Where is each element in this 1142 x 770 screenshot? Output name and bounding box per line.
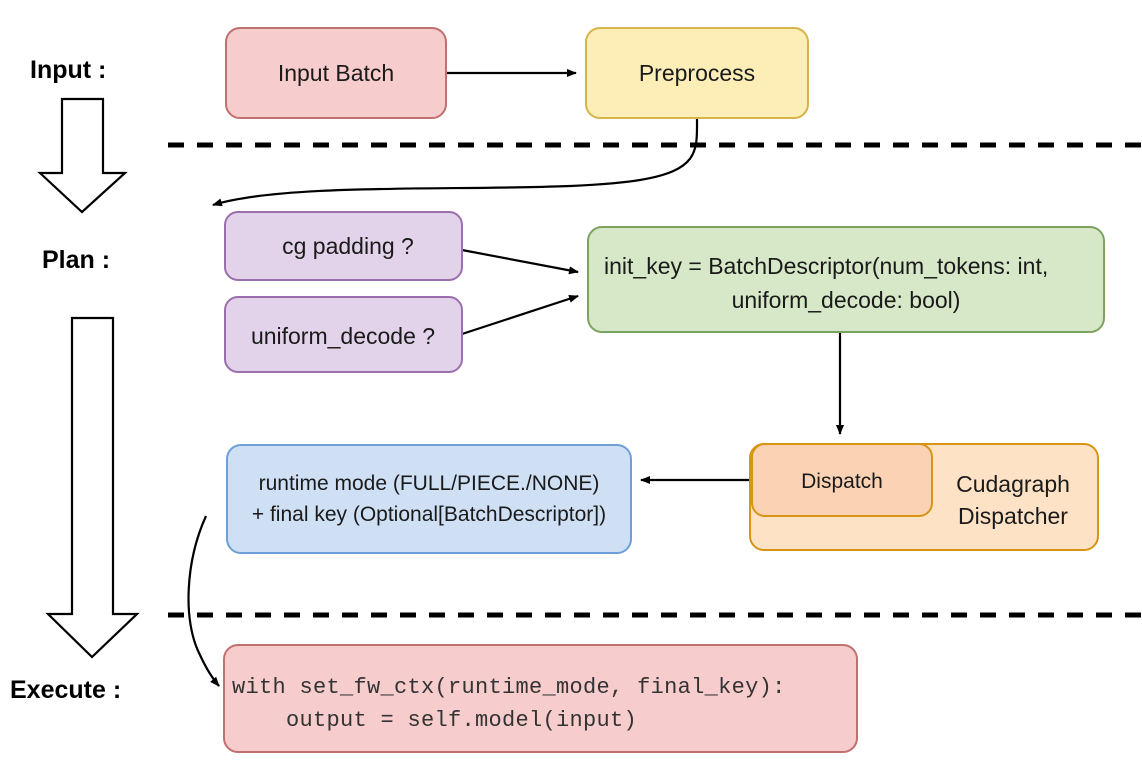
stage-label-execute: Execute : <box>10 676 121 704</box>
node-execute-code-line-1: with set_fw_ctx(runtime_mode, final_key)… <box>232 675 786 700</box>
node-execute-code-line-2: output = self.model(input) <box>232 708 637 733</box>
node-execute-code-shape <box>223 644 858 753</box>
node-cudagraph-dispatcher-line-1: Cudagraph <box>956 471 1070 497</box>
node-uniform-decode[interactable]: uniform_decode ? <box>224 296 463 373</box>
node-runtime-mode[interactable]: runtime mode (FULL/PIECE./NONE) + final … <box>226 444 632 554</box>
node-dispatch-shape <box>751 443 933 517</box>
node-cudagraph-dispatcher-line-2: Dispatcher <box>958 503 1068 529</box>
node-runtime-mode-shape <box>226 444 632 554</box>
node-init-key-line-2: uniform_decode: bool) <box>732 287 961 313</box>
node-uniform-decode-shape <box>224 296 463 373</box>
node-init-key-line-1: init_key = BatchDescriptor(num_tokens: i… <box>604 253 1048 279</box>
node-runtime-mode-line-2: + final key (Optional[BatchDescriptor]) <box>252 503 606 526</box>
edge-runtime-mode-to-execute-code <box>187 515 220 687</box>
stage-label-input: Input : <box>30 56 106 84</box>
node-uniform-decode-label: uniform_decode ? <box>251 323 435 349</box>
edge-preprocess-to-cg-padding <box>212 117 699 207</box>
node-preprocess-shape <box>585 27 809 119</box>
node-init-key[interactable]: init_key = BatchDescriptor(num_tokens: i… <box>587 226 1105 333</box>
node-cg-padding[interactable]: cg padding ? <box>224 211 463 281</box>
node-dispatch[interactable]: Dispatch <box>751 443 933 517</box>
node-init-key-shape <box>587 226 1105 333</box>
node-execute-code[interactable]: with set_fw_ctx(runtime_mode, final_key)… <box>223 644 858 753</box>
node-input-batch[interactable]: Input Batch <box>225 27 447 119</box>
edge-cg-padding-to-init-key <box>461 248 579 275</box>
stage-arrow-input-to-plan-icon <box>37 97 128 214</box>
node-preprocess-label: Preprocess <box>639 60 755 86</box>
node-cg-padding-label: cg padding ? <box>282 233 414 259</box>
node-input-batch-label: Input Batch <box>278 60 394 86</box>
node-dispatch-label: Dispatch <box>801 470 883 493</box>
stage-label-plan: Plan : <box>42 246 110 274</box>
node-cg-padding-shape <box>224 211 463 281</box>
stage-arrow-plan-to-execute-icon <box>45 316 140 659</box>
edge-uniform-decode-to-init-key <box>461 294 579 336</box>
node-preprocess[interactable]: Preprocess <box>585 27 809 119</box>
node-input-batch-shape <box>225 27 447 119</box>
node-runtime-mode-line-1: runtime mode (FULL/PIECE./NONE) <box>259 472 600 495</box>
